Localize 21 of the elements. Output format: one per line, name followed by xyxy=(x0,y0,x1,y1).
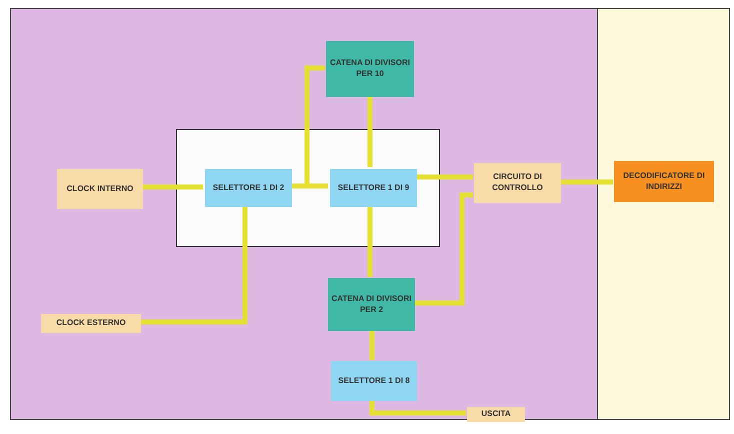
connector-line xyxy=(370,330,374,360)
connector-line xyxy=(368,205,372,277)
process-box: CLOCK INTERNO xyxy=(57,169,143,209)
process-box: CATENA DI DIVISORI PER 10 xyxy=(326,41,414,97)
process-box: CIRCUITO DI CONTROLLO xyxy=(474,163,561,203)
connector-line xyxy=(560,180,613,184)
connector-line xyxy=(368,96,372,167)
connector-line xyxy=(140,205,248,324)
process-box: CATENA DI DIVISORI PER 2 xyxy=(328,278,415,331)
process-box: CLOCK ESTERNO xyxy=(41,314,141,333)
process-box: SELETTORE 1 DI 2 xyxy=(205,169,292,207)
process-box: DECODIFICATORE DI INDIRIZZI xyxy=(614,161,714,202)
connector-line xyxy=(370,400,466,416)
group-box xyxy=(176,129,440,247)
connector-line xyxy=(414,192,473,306)
process-box: SELETTORE 1 DI 8 xyxy=(331,361,417,401)
process-box: SELETTORE 1 DI 9 xyxy=(330,169,417,207)
process-box: USCITA xyxy=(467,407,525,422)
connector-line xyxy=(142,184,203,190)
connector-line xyxy=(415,174,473,180)
panel-background xyxy=(597,8,730,420)
